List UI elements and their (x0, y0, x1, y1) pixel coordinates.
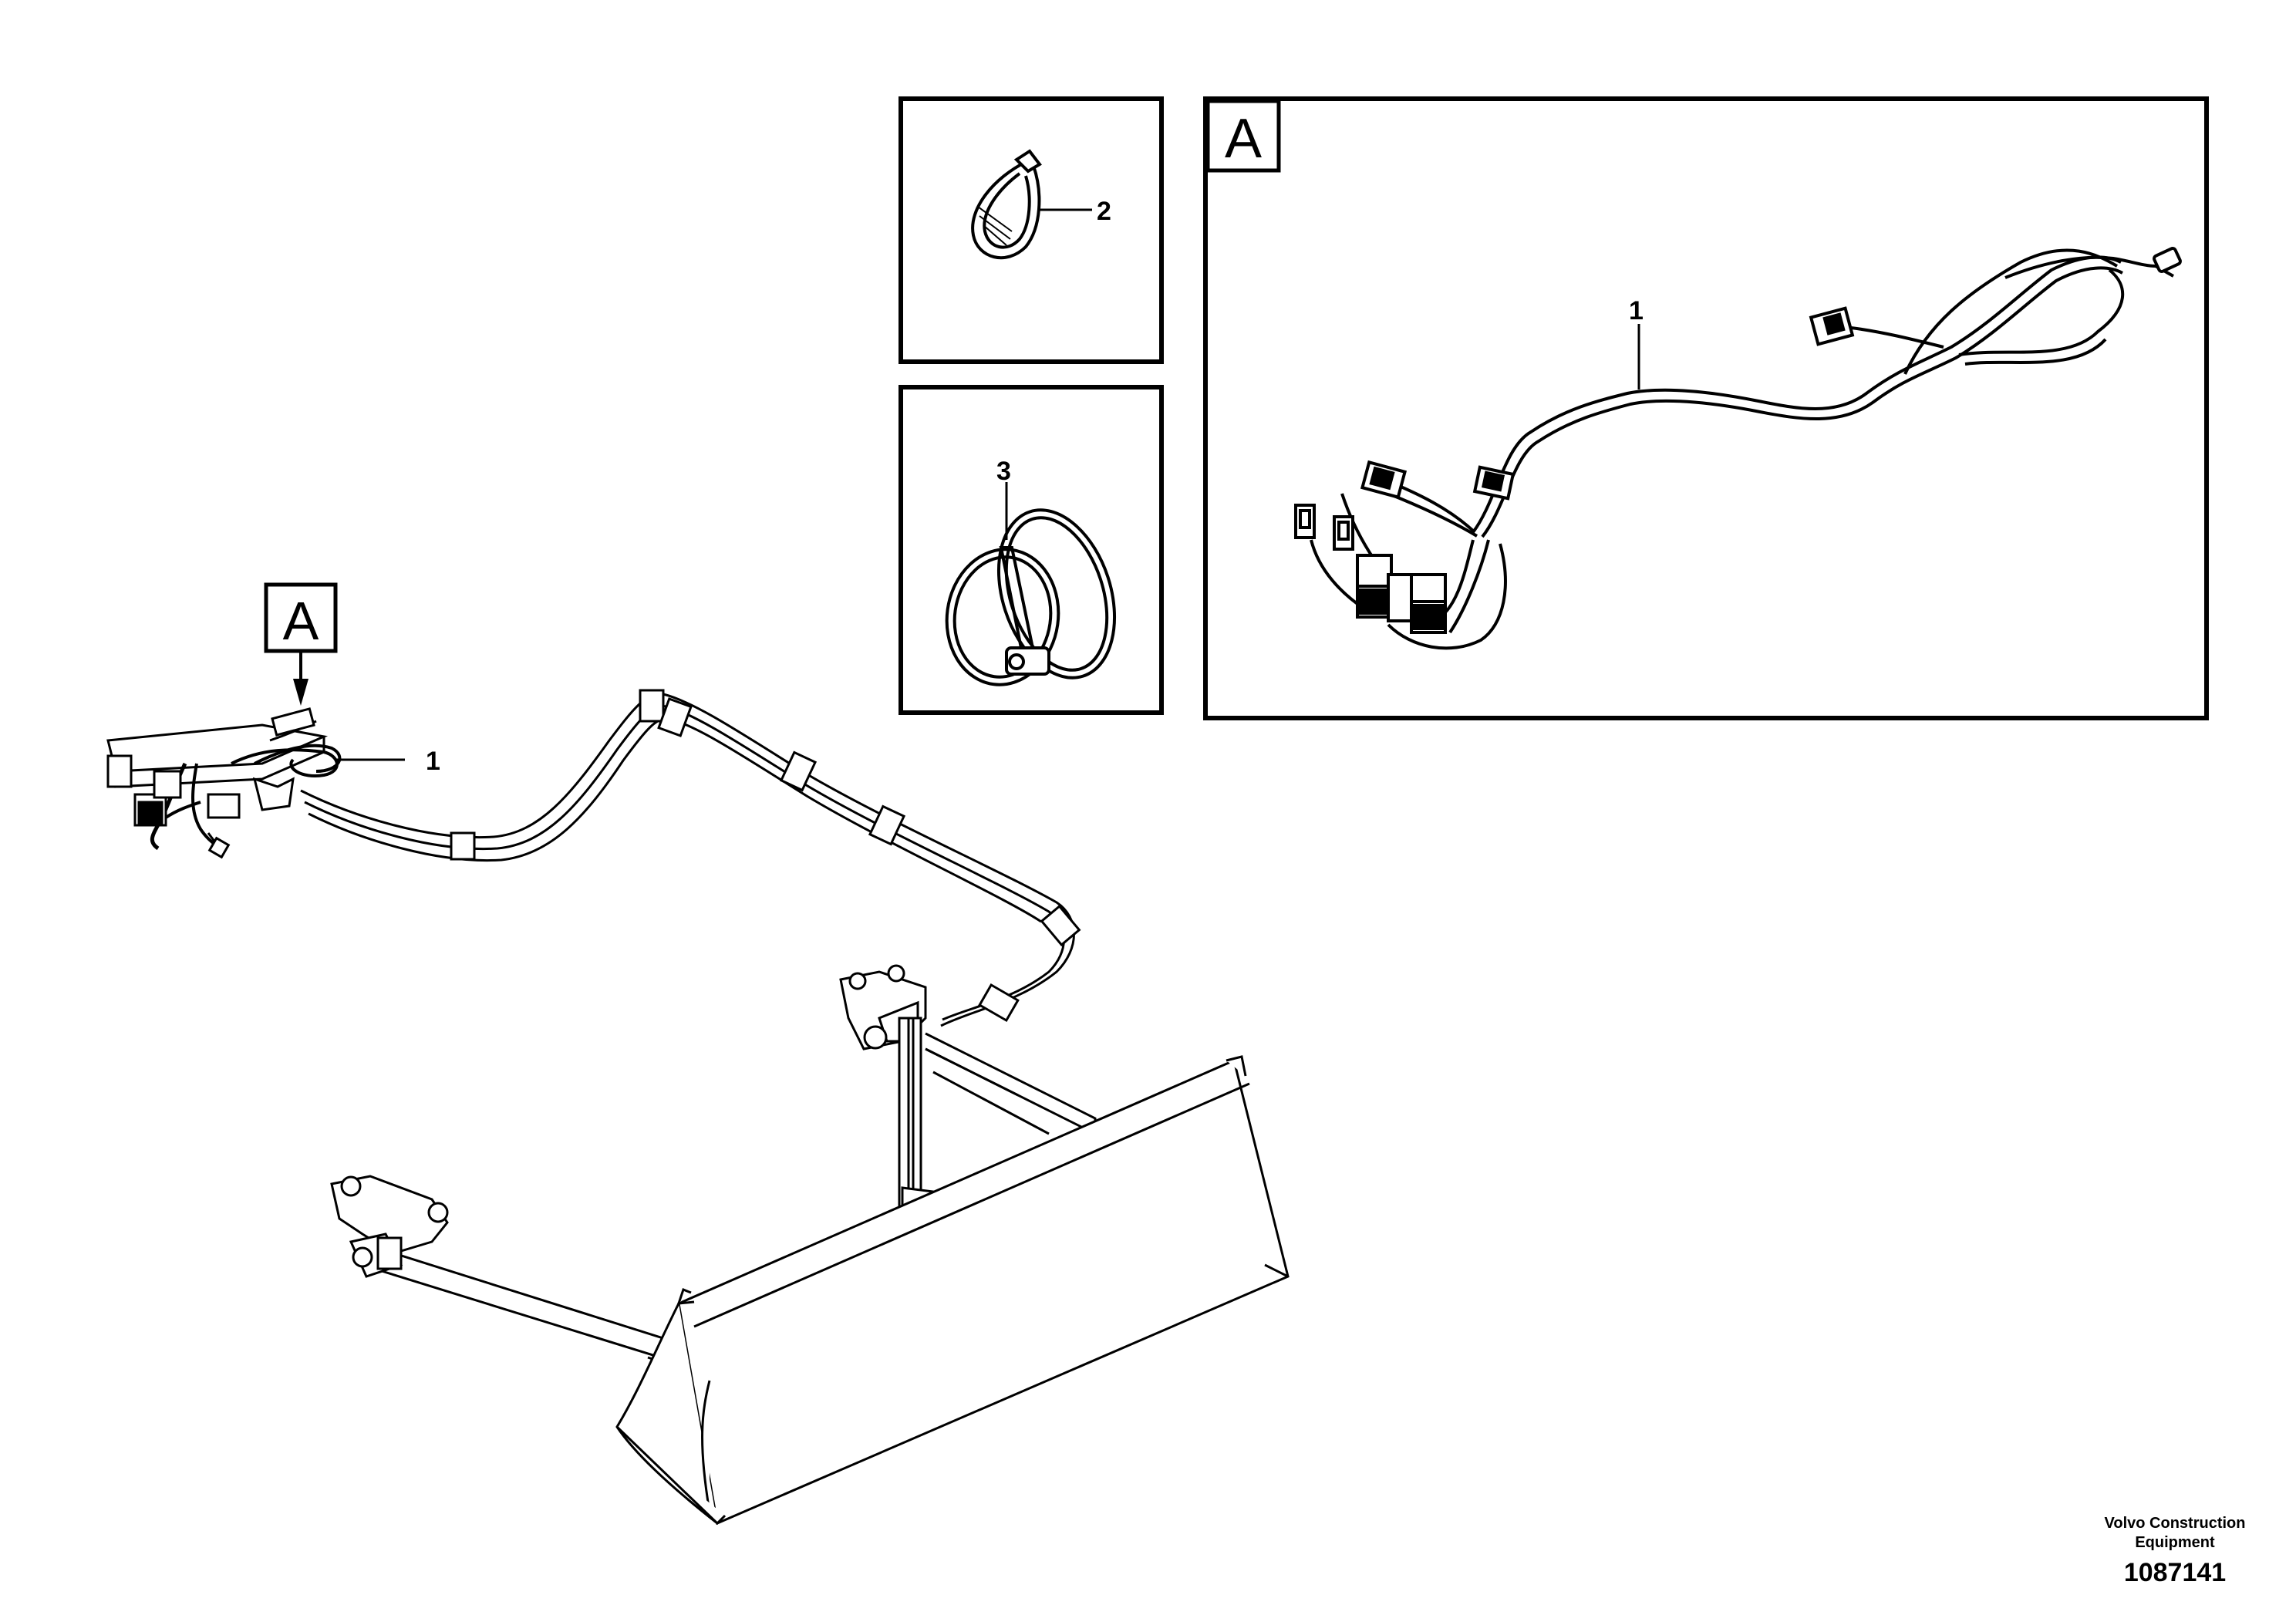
left-pivot-bracket (330, 1175, 449, 1278)
cable-strap-icon (945, 508, 1117, 686)
wiring-harness-detail (1294, 247, 2182, 650)
main-view-letter: A (283, 591, 319, 651)
clamp (450, 831, 476, 861)
callout-2: 2 (1097, 197, 1111, 226)
detail-view-a-box: A (1203, 96, 2209, 720)
inset-cable-strap-box: 3 (899, 385, 1164, 715)
cable-tie-icon (971, 149, 1042, 260)
detail-view-letter: A (1225, 108, 1262, 170)
main-assembly-view: A 1 (106, 582, 1290, 1526)
harness-on-machine (106, 707, 342, 859)
view-a-marker (264, 582, 338, 653)
brand-label: Volvo Construction Equipment (2082, 1514, 2267, 1553)
callout-detail-1: 1 (1629, 296, 1644, 325)
inset-cable-tie-box: 2 (899, 96, 1164, 364)
brand-line-1: Volvo Construction (2104, 1515, 2246, 1532)
callout-3: 3 (996, 457, 1011, 486)
view-arrow-icon (293, 679, 308, 706)
dozer-blade (615, 1055, 1290, 1526)
cable-run (300, 689, 1081, 1027)
brand-line-2: Equipment (2135, 1534, 2215, 1551)
figure-number: 1087141 (2123, 1558, 2227, 1587)
relay-block (1356, 554, 1447, 634)
callout-1: 1 (426, 747, 440, 776)
